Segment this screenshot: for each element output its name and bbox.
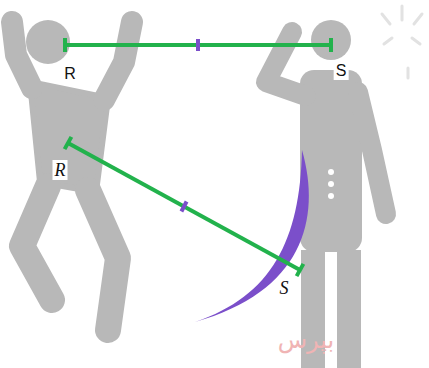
jumping-figure [12, 20, 132, 330]
end-tick [65, 137, 72, 149]
sparkle-rays [382, 6, 422, 78]
segment-line [68, 143, 300, 270]
rotated-segment [65, 137, 304, 276]
ray [384, 38, 392, 44]
label-anchor: S [278, 278, 291, 298]
figure-arm [104, 22, 132, 100]
label-anchor: R [62, 65, 78, 83]
ray [382, 14, 390, 24]
label-anchor: بپرس [276, 327, 336, 353]
label-anchor: R [53, 160, 68, 180]
figure-leg [337, 250, 361, 368]
end-tick [297, 264, 304, 276]
button-dot [328, 193, 334, 199]
label-anchor: S [334, 62, 349, 80]
figure-arm [358, 92, 386, 214]
top-segment [65, 38, 331, 52]
point-label: R [62, 65, 78, 83]
end-tick [329, 38, 333, 52]
watermark: بپرس [276, 327, 336, 353]
ray [412, 38, 420, 44]
figure-leg [22, 186, 52, 300]
standing-figure [266, 20, 386, 368]
ray [407, 68, 410, 78]
point-label: S [334, 62, 349, 80]
button-dot [328, 169, 334, 175]
point-label: S [278, 278, 291, 298]
ray [414, 14, 422, 24]
figure-head [26, 20, 70, 64]
figure-arm [266, 32, 306, 96]
point-label: R [53, 160, 68, 180]
end-tick [63, 38, 67, 52]
figure-leg [88, 190, 118, 330]
figure-head [311, 20, 351, 60]
midpoint-tick [181, 202, 186, 212]
arc-crescent [195, 150, 309, 322]
button-dot [328, 181, 334, 187]
midpoint-tick [196, 39, 200, 51]
figure-arm [12, 22, 32, 88]
ray [401, 6, 404, 20]
